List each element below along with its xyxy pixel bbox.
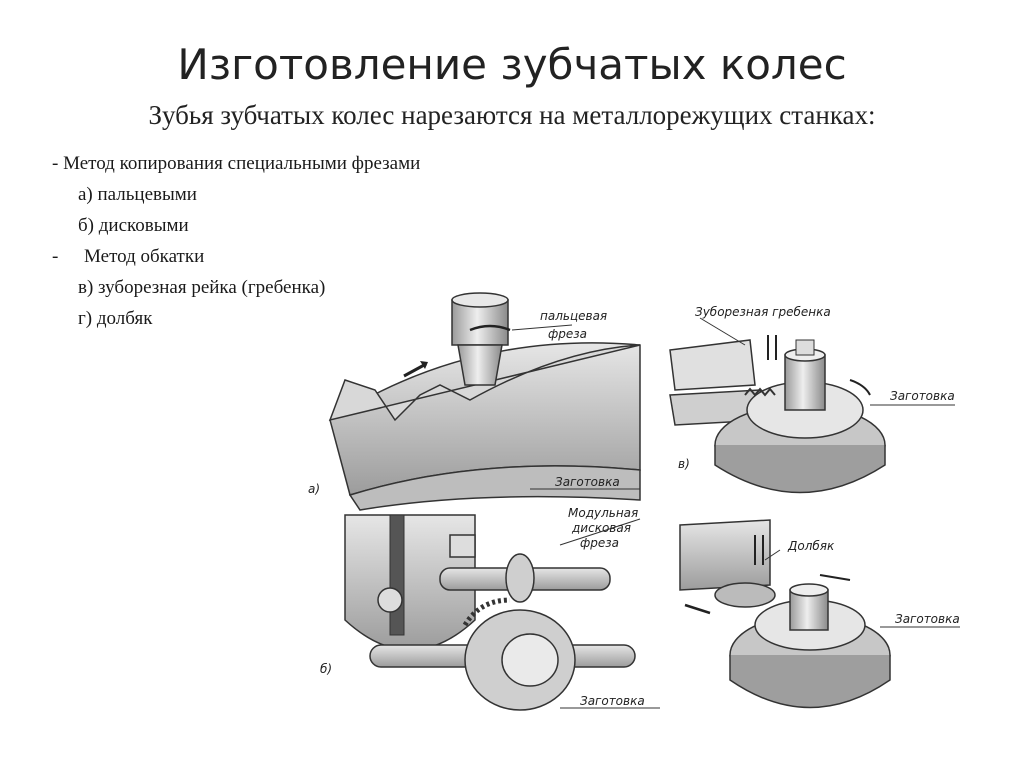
panel-c-rack-cutter: Зуборезная гребенка Заготовка в) <box>669 305 955 494</box>
list-dash: - <box>52 246 59 267</box>
label-workpiece-c: Заготовка <box>890 389 955 403</box>
label-panel-a: а) <box>308 482 320 496</box>
label-workpiece-b: Заготовка <box>580 694 645 708</box>
label-workpiece-d: Заготовка <box>895 612 960 626</box>
list-item-copy-method: - Метод копирования специальными фрезами <box>52 153 421 174</box>
rotation-arrow-icon-c <box>849 379 871 396</box>
vertical-motion-arrow-icon-d <box>754 535 764 565</box>
feed-arrow-icon <box>403 362 427 378</box>
label-panel-b: б) <box>320 662 332 676</box>
method-list: - Метод копирования специальными фрезами… <box>52 148 420 334</box>
label-panel-c: в) <box>678 457 690 471</box>
label-rack-cutter: Зуборезная гребенка <box>695 305 831 319</box>
label-finger-cutter-1: пальцевая <box>540 309 607 323</box>
panel-b-disc-cutter: Модульная дисковая фреза Заготовка б) <box>320 506 660 711</box>
panel-a-finger-cutter: пальцевая фреза Заготовка а) <box>308 292 641 511</box>
list-item-rolling-method: - Метод обкатки <box>52 241 420 272</box>
rotation-arrow-icon <box>469 324 511 332</box>
list-item-finger-cutter: а) пальцевыми <box>78 184 197 205</box>
vertical-motion-arrow-icon <box>767 335 777 360</box>
list-item-rolling-label: Метод обкатки <box>84 246 205 267</box>
label-disc-cutter-2: дисковая <box>571 521 631 535</box>
panel-d-shaper-cutter: Долбяк Заготовка <box>679 519 960 709</box>
rotation-arrow-icon-d <box>819 574 851 581</box>
slide-title: Изготовление зубчатых колес <box>177 40 847 89</box>
label-disc-cutter-1: Модульная <box>568 506 638 520</box>
list-item-shaper-cutter: г) долбяк <box>78 308 153 329</box>
label-shaper-cutter: Долбяк <box>787 539 835 553</box>
feed-arrow-icon-d <box>684 603 711 615</box>
label-finger-cutter-2: фреза <box>548 327 587 341</box>
slide-subtitle: Зубья зубчатых колес нарезаются на метал… <box>148 100 876 130</box>
label-workpiece-a: Заготовка <box>555 475 620 489</box>
list-item-disc-cutter: б) дисковыми <box>78 215 189 236</box>
label-disc-cutter-3: фреза <box>580 536 619 550</box>
list-item-rack-cutter: в) зуборезная рейка (гребенка) <box>78 277 326 298</box>
